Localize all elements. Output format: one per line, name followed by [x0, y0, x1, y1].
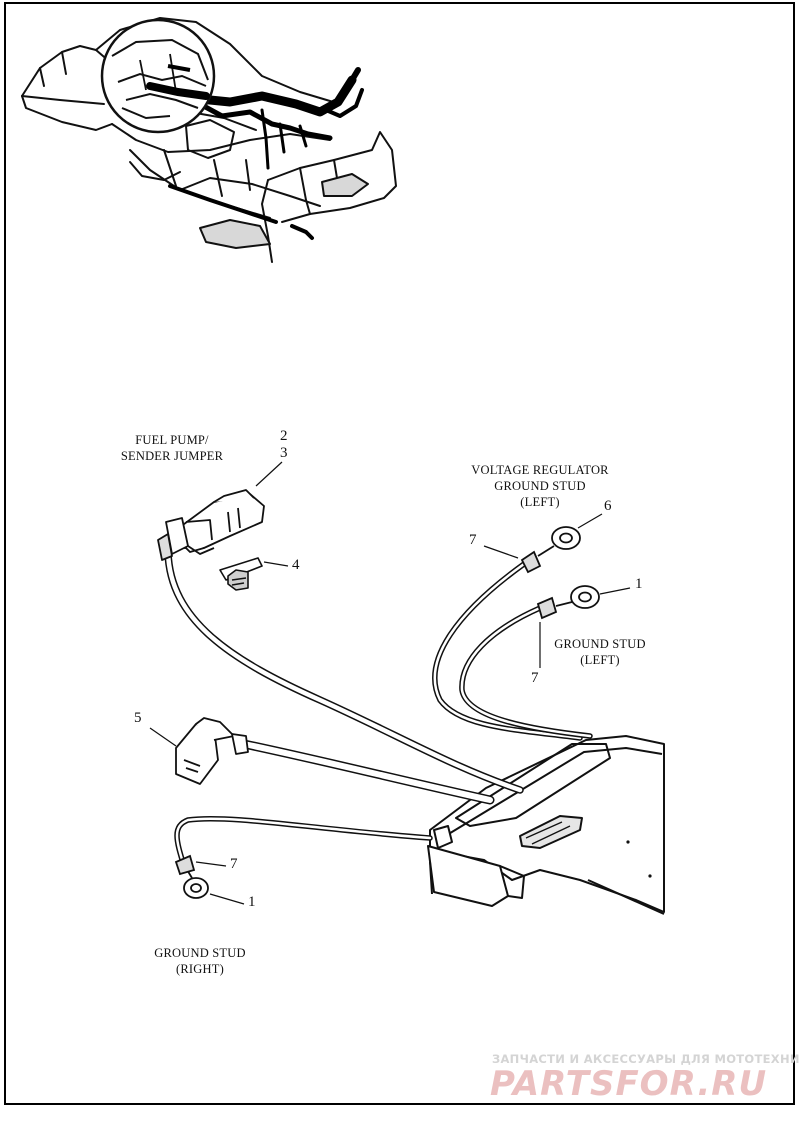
- frame-bracket: [427, 735, 665, 915]
- gs-right-line2: (RIGHT): [176, 962, 224, 976]
- gs-right-line1: GROUND STUD: [154, 946, 246, 960]
- leader-lines: [149, 461, 631, 905]
- fuel-pump-label-line1: FUEL PUMP/: [135, 433, 209, 447]
- fuel-pump-label-line2: SENDER JUMPER: [120, 449, 224, 463]
- callout-2: 2: [280, 428, 288, 444]
- gs-left-line2: (LEFT): [580, 653, 620, 667]
- vr-label-line1: VOLTAGE REGULATOR: [471, 463, 609, 477]
- fuel-pump-label: FUEL PUMP/ SENDER JUMPER: [112, 432, 232, 464]
- vr-label-line2: GROUND STUD: [494, 479, 586, 493]
- callout-4: 4: [292, 557, 300, 573]
- callout-5: 5: [134, 710, 142, 726]
- callout-7-lower: 7: [230, 856, 238, 872]
- motorcycle-frame-illustration: [21, 17, 397, 263]
- connector-5: [175, 717, 249, 785]
- harness-wires: [164, 548, 593, 869]
- callout-3: 3: [280, 445, 288, 461]
- watermark-tagline: ЗАПЧАСТИ И АКСЕССУАРЫ ДЛЯ МОТОТЕХНИКИ: [492, 1052, 800, 1066]
- vr-label-line3: (LEFT): [520, 495, 560, 509]
- watermark-logo: PARTSFOR.RU: [490, 1064, 768, 1104]
- gs-left-line1: GROUND STUD: [554, 637, 646, 651]
- ring-terminals: [174, 526, 600, 899]
- callout-1-upper: 1: [635, 576, 643, 592]
- voltage-regulator-label: VOLTAGE REGULATOR GROUND STUD (LEFT): [458, 462, 622, 510]
- detail-magnifier: [100, 18, 216, 134]
- terminal-lock: [219, 557, 263, 591]
- ground-stud-right-label: GROUND STUD (RIGHT): [140, 945, 260, 977]
- callout-7-mid: 7: [531, 670, 539, 686]
- callout-1-lower: 1: [248, 894, 256, 910]
- fuel-pump-connector: [157, 489, 265, 561]
- ground-stud-left-label: GROUND STUD (LEFT): [540, 636, 660, 668]
- page-border: [4, 2, 795, 1105]
- callout-7-upper: 7: [469, 532, 477, 548]
- callout-6: 6: [604, 498, 612, 514]
